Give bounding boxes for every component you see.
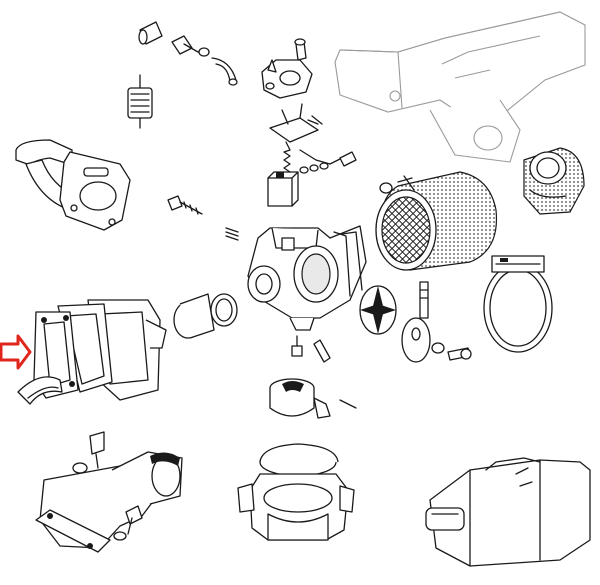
rubber-intake-boot (523, 147, 585, 215)
fuel-filter (127, 74, 153, 129)
airbox-housing (334, 11, 586, 163)
carb-float (267, 171, 299, 207)
adapter-sleeve (173, 293, 238, 339)
throttle-slide-holder (269, 378, 357, 419)
choke-lever (401, 281, 472, 363)
carb-bottom-screws (291, 335, 331, 363)
fuel-fitting (138, 21, 163, 45)
exhaust-silencer (425, 457, 591, 567)
top-screw (171, 35, 210, 57)
carburetor-body (247, 225, 367, 331)
intake-rubber (15, 139, 131, 231)
right-arrow-icon (0, 334, 32, 370)
flange-gasket (237, 443, 355, 541)
carb-top-cover (261, 38, 313, 99)
reed-valve-block (17, 299, 167, 405)
thermostat-housing (35, 431, 183, 553)
small-spring (225, 227, 239, 241)
idle-screw (167, 195, 203, 215)
bent-hose (211, 57, 238, 86)
float-lever-assembly (269, 103, 357, 174)
air-filter (375, 171, 498, 271)
choke-disc (359, 285, 397, 335)
hose-clamp (483, 255, 553, 353)
